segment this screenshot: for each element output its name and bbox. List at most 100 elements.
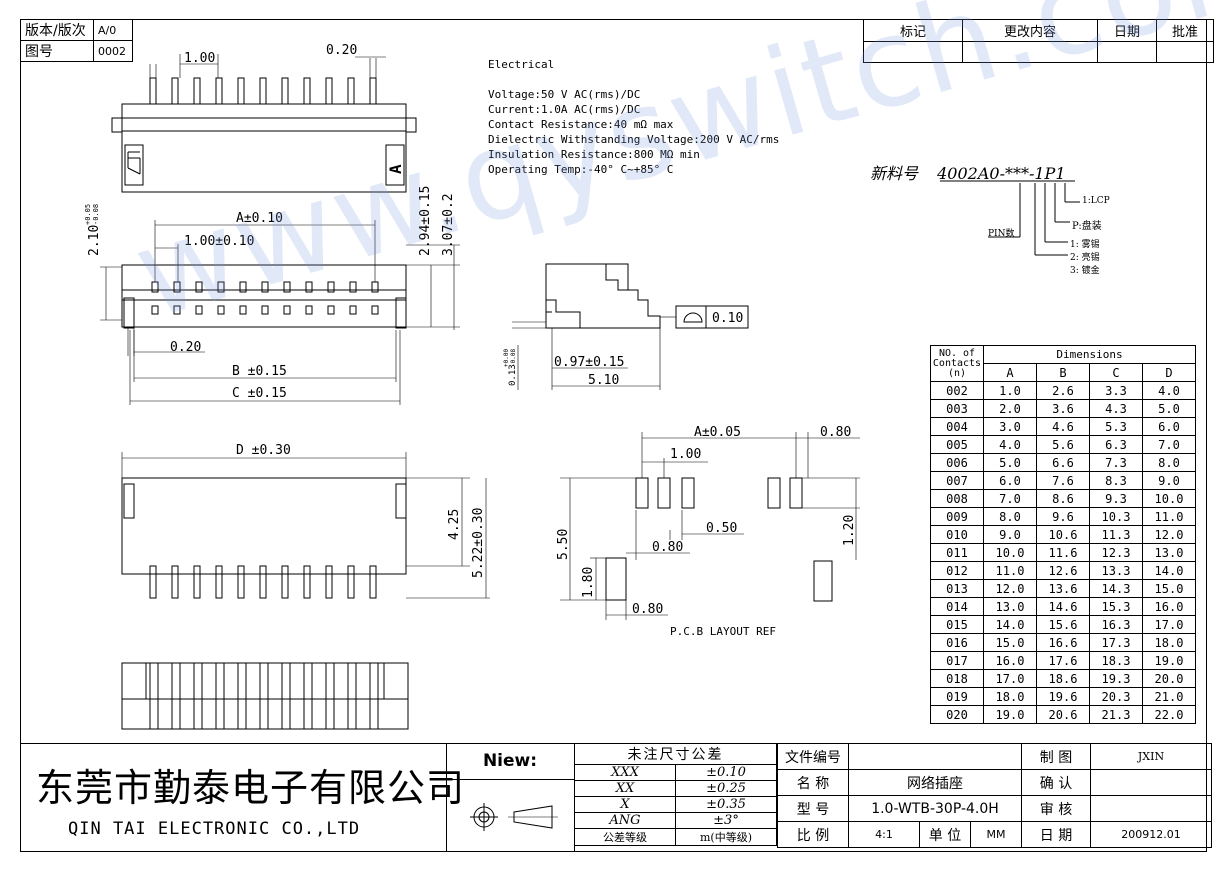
dimension-cell: 16.6 bbox=[1036, 633, 1090, 652]
drawing-frame bbox=[20, 19, 1207, 852]
dimension-cell: 12.0 bbox=[983, 579, 1037, 598]
dimension-cell: 21.3 bbox=[1089, 705, 1143, 724]
dimension-cell: 14.0 bbox=[983, 615, 1037, 634]
drawn-value: JXIN bbox=[1090, 743, 1212, 770]
name-label: 名 称 bbox=[777, 769, 849, 796]
contacts-cell: 009 bbox=[930, 507, 984, 526]
dimension-cell: 9.0 bbox=[1142, 471, 1196, 490]
tolerance-value: ±0.10 bbox=[675, 764, 777, 781]
pcb-a: A±0.05 bbox=[694, 425, 741, 440]
tolerance-value: ±0.25 bbox=[675, 780, 777, 797]
letter-a: A bbox=[386, 164, 405, 174]
dim-d: D ±0.30 bbox=[236, 443, 291, 458]
version-table: 版本/版次 A/0 图号 0002 bbox=[20, 19, 133, 62]
legend-plating-3: 3: 镀金 bbox=[1070, 266, 1100, 276]
flatness-value: 0.10 bbox=[712, 311, 743, 326]
side-510: 5.10 bbox=[588, 373, 619, 388]
dimension-cell: 4.6 bbox=[1036, 417, 1090, 436]
dimension-cell: 16.0 bbox=[983, 651, 1037, 670]
spec-line: Insulation Resistance:800 MΩ min bbox=[488, 148, 700, 161]
unit-value: MM bbox=[970, 821, 1022, 848]
company-name-en: QIN TAI ELECTRONIC CO.,LTD bbox=[68, 819, 361, 839]
dim-h522: 5.22±0.30 bbox=[471, 508, 486, 578]
dim-h307: 3.07±0.2 bbox=[441, 193, 456, 256]
tolerance-row: XX±0.25 bbox=[574, 780, 777, 797]
date-value: 200912.01 bbox=[1090, 821, 1212, 848]
dimension-cell: 14.0 bbox=[1142, 561, 1196, 580]
dimension-cell: 6.0 bbox=[1142, 417, 1196, 436]
dimension-cell: 7.0 bbox=[1142, 435, 1196, 454]
column-header-c: C bbox=[1089, 363, 1143, 382]
legend-plating-1: 1: 雾锡 bbox=[1070, 240, 1100, 250]
confirm-label: 确 认 bbox=[1021, 769, 1091, 796]
electrical-heading: Electrical bbox=[488, 58, 555, 71]
dimension-cell: 13.0 bbox=[1142, 543, 1196, 562]
contacts-cell: 007 bbox=[930, 471, 984, 490]
dimension-cell: 4.0 bbox=[983, 435, 1037, 454]
dimension-cell: 19.6 bbox=[1036, 687, 1090, 706]
tolerance-row: XXX±0.10 bbox=[574, 764, 777, 781]
dimension-cell: 14.3 bbox=[1089, 579, 1143, 598]
tolerance-row: ANG±3° bbox=[574, 812, 777, 829]
contacts-cell: 010 bbox=[930, 525, 984, 544]
dimension-cell: 13.0 bbox=[983, 597, 1037, 616]
dimension-cell: 19.3 bbox=[1089, 669, 1143, 688]
niew-label: Niew: bbox=[446, 743, 574, 780]
contacts-cell: 016 bbox=[930, 633, 984, 652]
pcb-050: 0.50 bbox=[706, 521, 737, 536]
tolerance-class: XX bbox=[574, 780, 676, 797]
dimension-cell: 3.3 bbox=[1089, 381, 1143, 400]
model-value: 1.0-WTB-30P-4.0H bbox=[848, 795, 1022, 822]
dimension-cell: 11.3 bbox=[1089, 525, 1143, 544]
dimension-cell: 15.0 bbox=[1142, 579, 1196, 598]
dimension-cell: 10.0 bbox=[983, 543, 1037, 562]
dimension-cell: 13.3 bbox=[1089, 561, 1143, 580]
pcb-180: 1.80 bbox=[581, 567, 596, 598]
projection-block: Niew: bbox=[446, 743, 575, 852]
dim-pitch-top: 1.00 bbox=[184, 51, 215, 66]
contacts-cell: 008 bbox=[930, 489, 984, 508]
tolerance-row: X±0.35 bbox=[574, 796, 777, 813]
revision-table: 标记 更改内容 日期 批准 bbox=[863, 19, 1214, 63]
dimension-cell: 19.0 bbox=[983, 705, 1037, 724]
drawing-no-value: 0002 bbox=[93, 40, 133, 62]
side-097: 0.97±0.15 bbox=[554, 355, 624, 370]
pcb-120: 1.20 bbox=[842, 515, 857, 546]
dimension-cell: 3.6 bbox=[1036, 399, 1090, 418]
column-header-d: D bbox=[1142, 363, 1196, 382]
dimension-cell: 11.0 bbox=[983, 561, 1037, 580]
tolerance-value: ±0.35 bbox=[675, 796, 777, 813]
dimension-cell: 15.0 bbox=[983, 633, 1037, 652]
dimension-cell: 7.6 bbox=[1036, 471, 1090, 490]
contacts-cell: 012 bbox=[930, 561, 984, 580]
dimension-cell: 16.3 bbox=[1089, 615, 1143, 634]
contacts-cell: 004 bbox=[930, 417, 984, 436]
dimension-cell: 12.3 bbox=[1089, 543, 1143, 562]
dimension-cell: 9.3 bbox=[1089, 489, 1143, 508]
dimension-cell: 10.0 bbox=[1142, 489, 1196, 508]
dimension-cell: 12.6 bbox=[1036, 561, 1090, 580]
spec-line: Contact Resistance:40 mΩ max bbox=[488, 118, 674, 131]
part-number: 新料号 4002A0-***-1P1 bbox=[870, 160, 1066, 184]
dimension-cell: 3.0 bbox=[983, 417, 1037, 436]
company-name-cn: 东莞市勤泰电子有限公司 bbox=[36, 766, 466, 810]
column-header-b: B bbox=[1036, 363, 1090, 382]
dimension-cell: 13.6 bbox=[1036, 579, 1090, 598]
spec-line: Current:1.0A AC(rms)/DC bbox=[488, 103, 641, 116]
name-value: 网络插座 bbox=[848, 769, 1022, 796]
dimension-cell: 7.0 bbox=[983, 489, 1037, 508]
dimension-cell: 4.0 bbox=[1142, 381, 1196, 400]
date-label: 日 期 bbox=[1021, 821, 1091, 848]
dim-w020: 0.20 bbox=[170, 340, 201, 355]
dim-height-left-tol-lower: -0.08 bbox=[92, 204, 100, 225]
dimension-cell: 4.3 bbox=[1089, 399, 1143, 418]
dimension-cell: 17.0 bbox=[1142, 615, 1196, 634]
